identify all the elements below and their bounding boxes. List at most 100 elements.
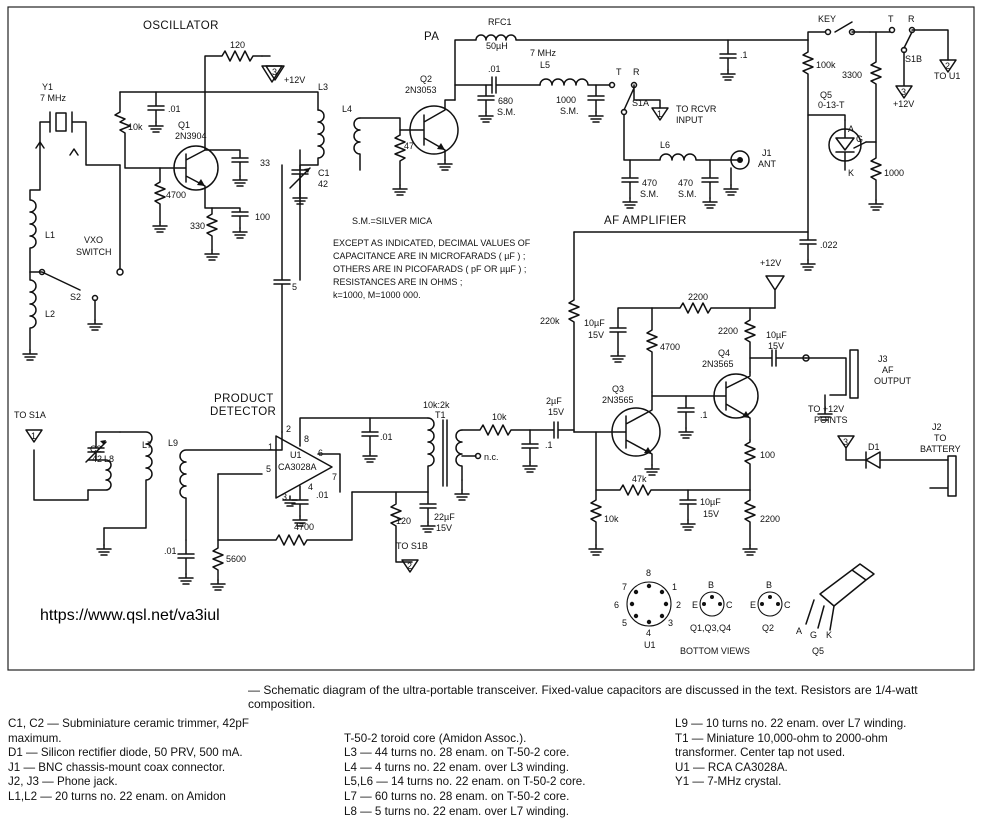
switch-s1a[interactable]: 1 T R S1A TO RCVR INPUT bbox=[608, 67, 717, 125]
parts-line: Y1 — 7-MHz crystal. bbox=[675, 775, 782, 789]
svg-text:4: 4 bbox=[308, 482, 313, 492]
capacitor-10uf-a: 10µF 15V bbox=[584, 307, 653, 363]
parts-line: L5,L6 — 14 turns no. 22 enam. on T-50-2 … bbox=[344, 775, 586, 789]
svg-text:10µF: 10µF bbox=[584, 318, 605, 328]
svg-text:1: 1 bbox=[657, 109, 662, 119]
capacitor-1-af: .1 bbox=[677, 395, 708, 439]
svg-text:10k: 10k bbox=[604, 514, 619, 524]
resistor-3300: 3300 bbox=[842, 31, 882, 143]
parts-column-3: L9 — 10 turns no. 22 enam. over L7 windi… bbox=[675, 717, 976, 819]
pa-section-title: PA bbox=[424, 31, 439, 43]
battery-jack-j2[interactable]: J2 TO BATTERY bbox=[920, 422, 961, 497]
svg-text:15V: 15V bbox=[768, 341, 784, 351]
svg-text:1: 1 bbox=[268, 442, 273, 452]
svg-text:10k: 10k bbox=[492, 412, 507, 422]
svg-text:S1A: S1A bbox=[632, 98, 649, 108]
svg-text:8: 8 bbox=[646, 568, 651, 578]
inductor-l6: L6 bbox=[623, 114, 741, 161]
parts-line: J2, J3 — Phone jack. bbox=[8, 775, 118, 789]
source-url[interactable]: https://www.qsl.net/va3iul bbox=[40, 607, 220, 624]
svg-text:5: 5 bbox=[266, 464, 271, 474]
svg-text:J3: J3 bbox=[878, 354, 888, 364]
supply-12v-osc: 3 +12V bbox=[265, 65, 305, 85]
schematic-frame bbox=[7, 6, 975, 671]
product-detector-title-2: DETECTOR bbox=[210, 406, 276, 418]
resistor-10k-osc: 10k bbox=[114, 91, 161, 169]
svg-text:100: 100 bbox=[255, 212, 270, 222]
svg-text:S.M.: S.M. bbox=[497, 107, 516, 117]
supply-12v-s1b: 3 +12V bbox=[893, 51, 914, 109]
svg-text:1000: 1000 bbox=[884, 168, 904, 178]
svg-text:TO: TO bbox=[934, 433, 946, 443]
bnc-connector-j1[interactable]: J1 ANT bbox=[723, 148, 777, 196]
capacitor-1-pa: .1 bbox=[719, 39, 748, 81]
svg-text:470: 470 bbox=[642, 178, 657, 188]
switch-s1b[interactable]: 2 T R S1B TO U1 bbox=[869, 14, 960, 81]
capacitor-01-u1b: .01 bbox=[282, 485, 329, 527]
svg-text:0-13-T: 0-13-T bbox=[818, 100, 845, 110]
svg-text:CA3028A: CA3028A bbox=[278, 462, 317, 472]
svg-text:B: B bbox=[766, 580, 772, 590]
q5-bottom-view: A G K Q5 bbox=[796, 563, 875, 656]
key-switch[interactable]: KEY bbox=[807, 14, 871, 41]
capacitor-680: 680 S.M. bbox=[477, 84, 516, 123]
svg-text:15V: 15V bbox=[588, 330, 604, 340]
parts-line: T-50-2 toroid core (Amidon Assoc.). bbox=[344, 731, 527, 745]
svg-text:3: 3 bbox=[843, 437, 848, 447]
svg-text:Q1: Q1 bbox=[178, 120, 190, 130]
parts-line: maximum. bbox=[8, 731, 62, 745]
svg-text:33: 33 bbox=[260, 158, 270, 168]
svg-text:S.M.: S.M. bbox=[678, 189, 697, 199]
capacitor-1000: 1000 S.M. bbox=[556, 84, 605, 123]
resistor-4700-af: 4700 bbox=[646, 307, 680, 393]
svg-text:10µF: 10µF bbox=[700, 497, 721, 507]
svg-text:S.M.=SILVER MICA: S.M.=SILVER MICA bbox=[352, 216, 432, 226]
to-12v-points: TO +12V bbox=[808, 404, 844, 414]
caption: — Schematic diagram of the ultra-portabl… bbox=[8, 683, 976, 819]
svg-text:3: 3 bbox=[282, 492, 287, 502]
svg-text:Q4: Q4 bbox=[718, 348, 730, 358]
svg-text:T: T bbox=[616, 67, 622, 77]
diode-d1: 3 D1 bbox=[837, 435, 949, 469]
svg-text:INPUT: INPUT bbox=[676, 115, 704, 125]
svg-text:2200: 2200 bbox=[760, 514, 780, 524]
resistor-2200-top: 2200 bbox=[651, 292, 776, 314]
svg-text:L4: L4 bbox=[342, 104, 352, 114]
transistor-q2: Q2 2N3053 bbox=[399, 74, 459, 171]
svg-text:15V: 15V bbox=[436, 523, 452, 533]
transistor-q1: Q1 2N3904 bbox=[159, 91, 219, 209]
svg-text:OUTPUT: OUTPUT bbox=[874, 376, 912, 386]
resistor-4700-osc: 4700 bbox=[152, 167, 186, 233]
svg-text:2200: 2200 bbox=[718, 326, 738, 336]
capacitor-2uf: 2µF 15V bbox=[529, 396, 575, 439]
svg-text:L9: L9 bbox=[168, 438, 178, 448]
jack-j3[interactable]: J3 AF OUTPUT bbox=[805, 349, 912, 421]
svg-text:G: G bbox=[810, 630, 817, 640]
rfc1-choke: RFC1 50µH bbox=[454, 17, 809, 101]
inductor-l9: L9 bbox=[168, 438, 277, 541]
svg-text:n.c.: n.c. bbox=[484, 452, 499, 462]
svg-text:2N3565: 2N3565 bbox=[702, 359, 734, 369]
svg-text:TO S1B: TO S1B bbox=[396, 541, 428, 551]
capacitor-470a: 470 S.M. bbox=[621, 159, 659, 209]
inductor-l4: L4 bbox=[342, 104, 401, 171]
svg-text:5: 5 bbox=[622, 618, 627, 628]
svg-text:.01: .01 bbox=[488, 64, 501, 74]
capacitor-10uf-b: 10µF 15V bbox=[749, 330, 810, 367]
inductor-l8: L8 bbox=[87, 454, 114, 491]
svg-text:EXCEPT AS INDICATED, DECIMAL V: EXCEPT AS INDICATED, DECIMAL VALUES OF bbox=[333, 238, 531, 248]
svg-text:L6: L6 bbox=[660, 140, 670, 150]
inductor-l1: L1 bbox=[29, 144, 55, 273]
svg-text:K: K bbox=[826, 630, 832, 640]
svg-text:TO RCVR: TO RCVR bbox=[676, 104, 717, 114]
svg-text:2N3565: 2N3565 bbox=[602, 395, 634, 405]
capacitor-01-l9: .01 bbox=[164, 539, 195, 585]
svg-text:S2: S2 bbox=[70, 292, 81, 302]
trimmer-capacitor-c1: C1 42 bbox=[289, 149, 330, 205]
svg-text:120: 120 bbox=[230, 40, 245, 50]
capacitor-100: 100 bbox=[211, 207, 270, 239]
vxo-switch-s2[interactable]: VXO SWITCH S2 bbox=[29, 164, 124, 331]
svg-text:L1: L1 bbox=[45, 230, 55, 240]
q2-bottom-view: B E C Q2 bbox=[750, 580, 791, 633]
capacitor-01-pa: .01 bbox=[488, 64, 541, 94]
